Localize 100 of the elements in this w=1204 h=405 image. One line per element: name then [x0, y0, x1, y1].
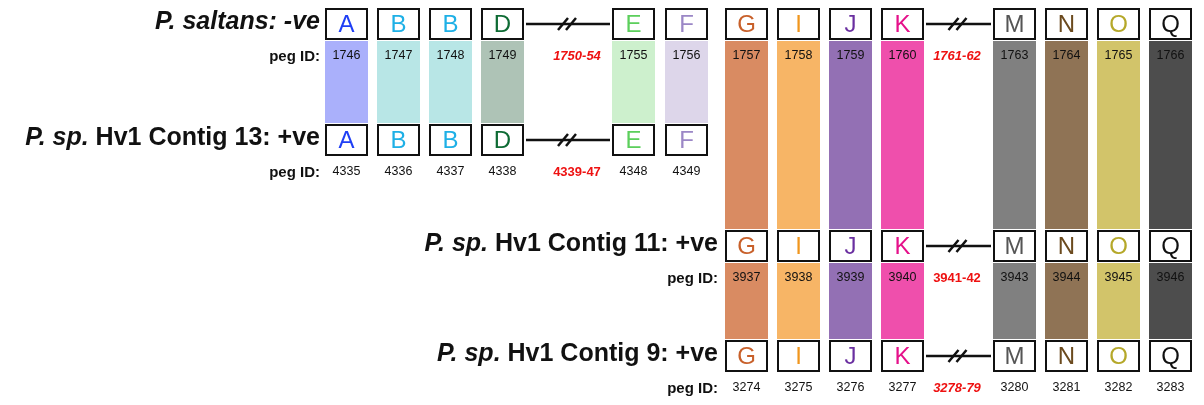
peg-id: 1759 — [835, 48, 866, 62]
gene-letter: B — [441, 10, 460, 38]
homology-band — [1045, 263, 1088, 339]
peg-id: 1760 — [887, 48, 918, 62]
gene-letter: E — [624, 126, 643, 154]
break-line — [526, 22, 610, 26]
genome-label: P. sp. Hv1 Contig 9: +ve — [437, 338, 718, 367]
gene-letter: F — [678, 126, 695, 154]
gene-letter: D — [492, 10, 513, 38]
gene-letter: F — [678, 10, 695, 38]
gene-box — [993, 230, 1036, 262]
homology-band — [325, 41, 368, 123]
gene-box — [829, 340, 872, 372]
gene-letter: I — [794, 232, 803, 260]
gene-letter: N — [1056, 232, 1077, 260]
gene-letter: I — [794, 10, 803, 38]
peg-id: 1749 — [487, 48, 518, 62]
gene-letter: M — [1003, 342, 1026, 370]
gene-box — [377, 124, 420, 156]
gap-range: 4339-47 — [552, 164, 602, 179]
gene-letter: K — [893, 342, 912, 370]
homology-band — [993, 41, 1036, 229]
peg-id: 4348 — [618, 164, 649, 178]
peg-id: 1766 — [1155, 48, 1186, 62]
gene-box — [325, 8, 368, 40]
peg-id-label: peg ID: — [667, 379, 718, 396]
peg-id: 1757 — [731, 48, 762, 62]
peg-id-label: peg ID: — [667, 269, 718, 286]
gap-range: 3941-42 — [932, 270, 982, 285]
peg-id-label: peg ID: — [269, 163, 320, 180]
gene-letter: G — [736, 10, 757, 38]
gene-box — [725, 340, 768, 372]
gene-box — [777, 340, 820, 372]
homology-band — [777, 263, 820, 339]
gap-range: 1761-62 — [932, 48, 982, 63]
peg-id: 1758 — [783, 48, 814, 62]
gene-letter: N — [1056, 342, 1077, 370]
gene-box — [1097, 230, 1140, 262]
peg-id: 3945 — [1103, 270, 1134, 284]
peg-id: 4338 — [487, 164, 518, 178]
gene-box — [881, 230, 924, 262]
homology-band — [829, 263, 872, 339]
gene-letter: D — [492, 126, 513, 154]
gene-letter: A — [337, 126, 356, 154]
gene-letter: A — [337, 10, 356, 38]
gene-letter: I — [794, 342, 803, 370]
peg-id-label: peg ID: — [269, 47, 320, 64]
gene-box — [612, 8, 655, 40]
gene-box — [377, 8, 420, 40]
gene-box — [1045, 8, 1088, 40]
peg-id: 1755 — [618, 48, 649, 62]
peg-id: 3944 — [1051, 270, 1082, 284]
peg-id: 3281 — [1051, 380, 1082, 394]
peg-id: 3938 — [783, 270, 814, 284]
peg-id: 3277 — [887, 380, 918, 394]
peg-id: 3274 — [731, 380, 762, 394]
gene-box — [881, 340, 924, 372]
homology-band — [665, 41, 708, 123]
homology-band — [1097, 263, 1140, 339]
homology-band — [777, 41, 820, 229]
gene-letter: M — [1003, 232, 1026, 260]
peg-id: 1748 — [435, 48, 466, 62]
peg-id: 3946 — [1155, 270, 1186, 284]
gene-box — [1045, 340, 1088, 372]
genome-label: P. saltans: -ve — [155, 6, 320, 35]
peg-id: 1765 — [1103, 48, 1134, 62]
gene-letter: G — [736, 232, 757, 260]
gene-letter: Q — [1160, 232, 1181, 260]
homology-band — [725, 263, 768, 339]
break-line — [926, 244, 991, 248]
break-line — [926, 22, 991, 26]
genome-label: P. sp. Hv1 Contig 13: +ve — [25, 122, 320, 151]
homology-band — [993, 263, 1036, 339]
peg-id: 3939 — [835, 270, 866, 284]
gene-letter: Q — [1160, 342, 1181, 370]
gene-letter: O — [1108, 232, 1129, 260]
gene-letter: G — [736, 342, 757, 370]
gene-letter: O — [1108, 10, 1129, 38]
gap-range: 3278-79 — [932, 380, 982, 395]
gene-letter: Q — [1160, 10, 1181, 38]
peg-id: 1756 — [671, 48, 702, 62]
break-line — [926, 354, 991, 358]
gene-box — [1149, 230, 1192, 262]
gene-letter: J — [843, 232, 858, 260]
genome-label: P. sp. Hv1 Contig 11: +ve — [424, 228, 718, 257]
homology-band — [1149, 263, 1192, 339]
homology-band — [429, 41, 472, 123]
gene-box — [1097, 8, 1140, 40]
gene-box — [881, 8, 924, 40]
gene-letter: M — [1003, 10, 1026, 38]
peg-id: 3943 — [999, 270, 1030, 284]
gene-box — [993, 340, 1036, 372]
peg-id: 3282 — [1103, 380, 1134, 394]
peg-id: 4337 — [435, 164, 466, 178]
homology-band — [725, 41, 768, 229]
homology-band — [881, 41, 924, 229]
homology-band — [1149, 41, 1192, 229]
gene-box — [777, 8, 820, 40]
gene-letter: O — [1108, 342, 1129, 370]
gene-box — [429, 124, 472, 156]
